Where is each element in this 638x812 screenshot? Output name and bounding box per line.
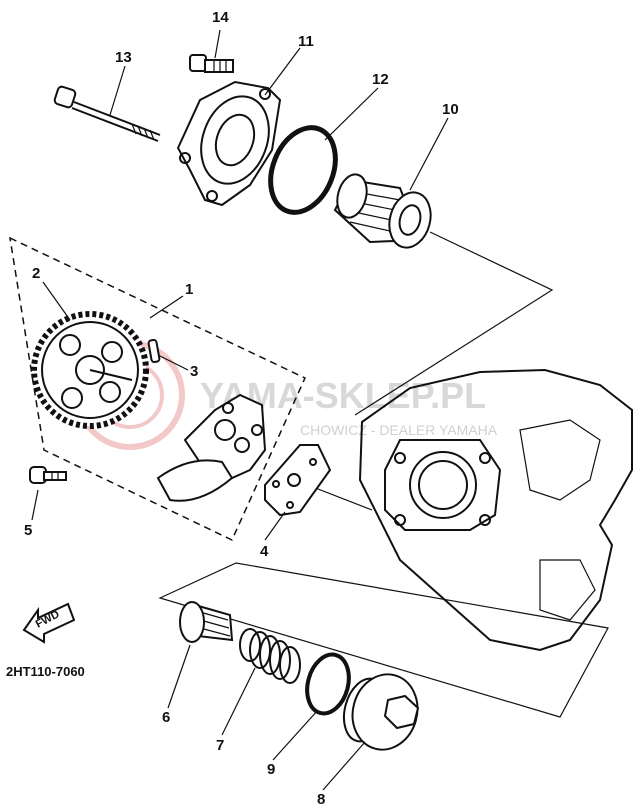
oil-filter-element [333,173,432,249]
label-part-2: 2 [32,265,40,282]
label-part-7: 7 [216,737,224,754]
filter-o-ring [268,125,338,215]
label-part-4: 4 [260,543,269,560]
leader-lines [31,29,449,791]
dowel-pin [147,338,161,364]
pump-gasket [264,444,332,517]
drain-plug [342,673,420,751]
forward-arrow-icon: FWD [22,602,76,644]
compression-spring [239,628,301,684]
label-part-14: 14 [212,9,229,26]
crankcase [358,368,633,652]
label-part-11: 11 [298,33,314,50]
label-part-6: 6 [162,709,170,726]
label-part-8: 8 [317,791,325,808]
pump-drive-gear [31,311,149,429]
drain-o-ring [305,652,351,716]
watermark: YAMA-SKLEP.PL CHOWICZ - DEALER YAMAHA [75,340,498,450]
label-part-1: 1 [185,281,193,298]
label-part-10: 10 [442,101,459,118]
filter-reference-outline [354,231,554,416]
small-bolt [189,54,234,73]
label-part-12: 12 [372,71,389,88]
oil-pump-group-outline [9,236,306,542]
pump-screw [29,466,67,484]
long-bolt [53,85,161,142]
label-part-3: 3 [190,363,198,380]
oil-strainer [179,601,234,643]
label-part-13: 13 [115,49,132,66]
label-part-5: 5 [24,522,32,539]
label-part-9: 9 [267,761,275,778]
filter-cover [176,80,282,207]
strainer-group-outline [158,562,609,718]
part-labels: 14 11 13 12 10 1 2 3 5 4 6 7 9 8 [24,9,459,808]
watermark-subtitle: CHOWICZ - DEALER YAMAHA [300,422,498,438]
diagram-code: 2HT110-7060 [6,664,85,679]
oil-pump-body [156,393,267,502]
